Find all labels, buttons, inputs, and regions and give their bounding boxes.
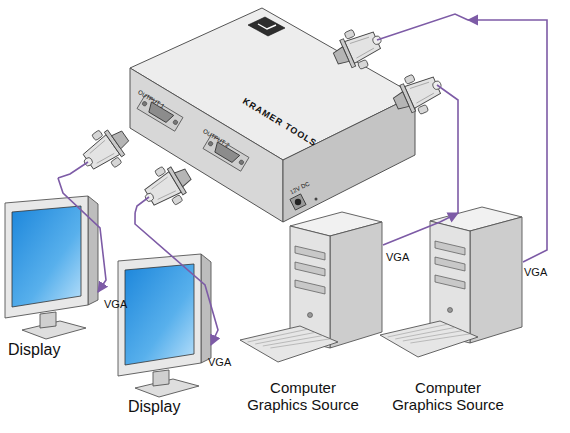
vga-cable <box>58 178 106 292</box>
plug-ridge <box>89 140 107 153</box>
power-button <box>308 313 313 318</box>
device-logo-mark <box>258 24 276 29</box>
monitor-bezel <box>118 254 201 376</box>
port-screw <box>208 141 214 147</box>
drive-bay <box>435 257 465 271</box>
vga-plug <box>388 65 449 121</box>
display-monitor: Display <box>112 258 211 420</box>
monitor-screen <box>12 206 81 307</box>
monitor-neck <box>40 312 56 328</box>
power-button <box>448 308 453 313</box>
node-illustration <box>0 200 98 360</box>
monitor-screen <box>125 264 194 365</box>
node-label: Computer Graphics Source <box>243 380 363 414</box>
keyboard-keys <box>270 339 330 348</box>
plug-thumbscrew <box>418 104 429 114</box>
computer-source: Computer Graphics Source <box>235 212 383 420</box>
illustration-group <box>118 254 211 397</box>
plug-thumbscrew <box>92 130 103 141</box>
power-socket-hole <box>295 199 301 205</box>
plug-strain-relief <box>144 192 155 203</box>
port-screw <box>238 159 244 165</box>
plug-shell <box>112 129 130 148</box>
plug-thumbscrew <box>344 29 355 39</box>
cable-label: VGA <box>386 251 409 263</box>
switcher-device: KRAMER TOOLSOUTPUT 1OUTPUT 212V DC <box>58 8 468 213</box>
monitor-side <box>88 196 98 305</box>
vga-plug <box>136 157 199 217</box>
cable-tail <box>437 85 458 213</box>
plug-shell <box>393 92 410 111</box>
plug-thumbscrew <box>155 166 166 177</box>
device-side <box>283 95 415 222</box>
plug-ridge <box>356 48 375 58</box>
drive-bay <box>435 275 465 289</box>
tower-side <box>470 217 522 343</box>
plug-thumbscrew <box>172 195 183 206</box>
monitor-bezel <box>5 196 88 318</box>
node-label: Display <box>8 341 60 359</box>
plug-strain-relief <box>372 35 383 46</box>
plug-shell <box>174 167 192 186</box>
computer-source: Computer Graphics Source <box>383 205 523 420</box>
power-led <box>315 198 318 201</box>
monitor-neck <box>153 370 169 386</box>
drive-bay <box>295 262 325 276</box>
plug-thumbscrew <box>358 59 369 69</box>
plug-ridge <box>416 93 435 103</box>
keyboard-keys <box>410 334 470 343</box>
plug-strain-relief <box>83 156 94 167</box>
plug-ridge <box>150 177 168 189</box>
tower-side <box>330 222 382 348</box>
vga-cable <box>468 20 547 262</box>
port-screw <box>172 119 178 125</box>
display-monitor: Display <box>0 200 98 360</box>
cable-tail <box>58 162 88 178</box>
keyboard <box>240 326 338 362</box>
plug-shell <box>333 47 350 66</box>
cable-label: VGA <box>524 266 547 278</box>
cable-label: VGA <box>208 356 231 368</box>
power-socket <box>290 194 306 210</box>
monitor-side <box>201 254 211 363</box>
cable-tail <box>135 197 149 213</box>
vga-plug <box>74 120 137 181</box>
drive-bay <box>295 280 325 294</box>
drive-bay <box>295 246 325 260</box>
node-illustration <box>112 258 211 420</box>
vga-cable <box>383 213 458 245</box>
plug-thumbscrew <box>111 157 122 168</box>
vga-cable <box>135 213 218 345</box>
port-screw <box>142 101 148 107</box>
node-label: Display <box>128 398 180 416</box>
drive-bay <box>435 241 465 255</box>
keyboard <box>380 321 478 357</box>
cable-tail <box>377 14 468 40</box>
illustration-group <box>380 207 522 357</box>
plug-thumbscrew <box>404 74 415 84</box>
illustration-group <box>5 196 98 339</box>
node-label: Computer Graphics Source <box>388 380 508 414</box>
vga-plug <box>328 20 389 76</box>
device-front <box>130 68 283 222</box>
illustration-group <box>58 8 468 222</box>
cable-label: VGA <box>104 298 127 310</box>
device-logo <box>248 17 285 36</box>
illustration-group <box>240 212 382 362</box>
